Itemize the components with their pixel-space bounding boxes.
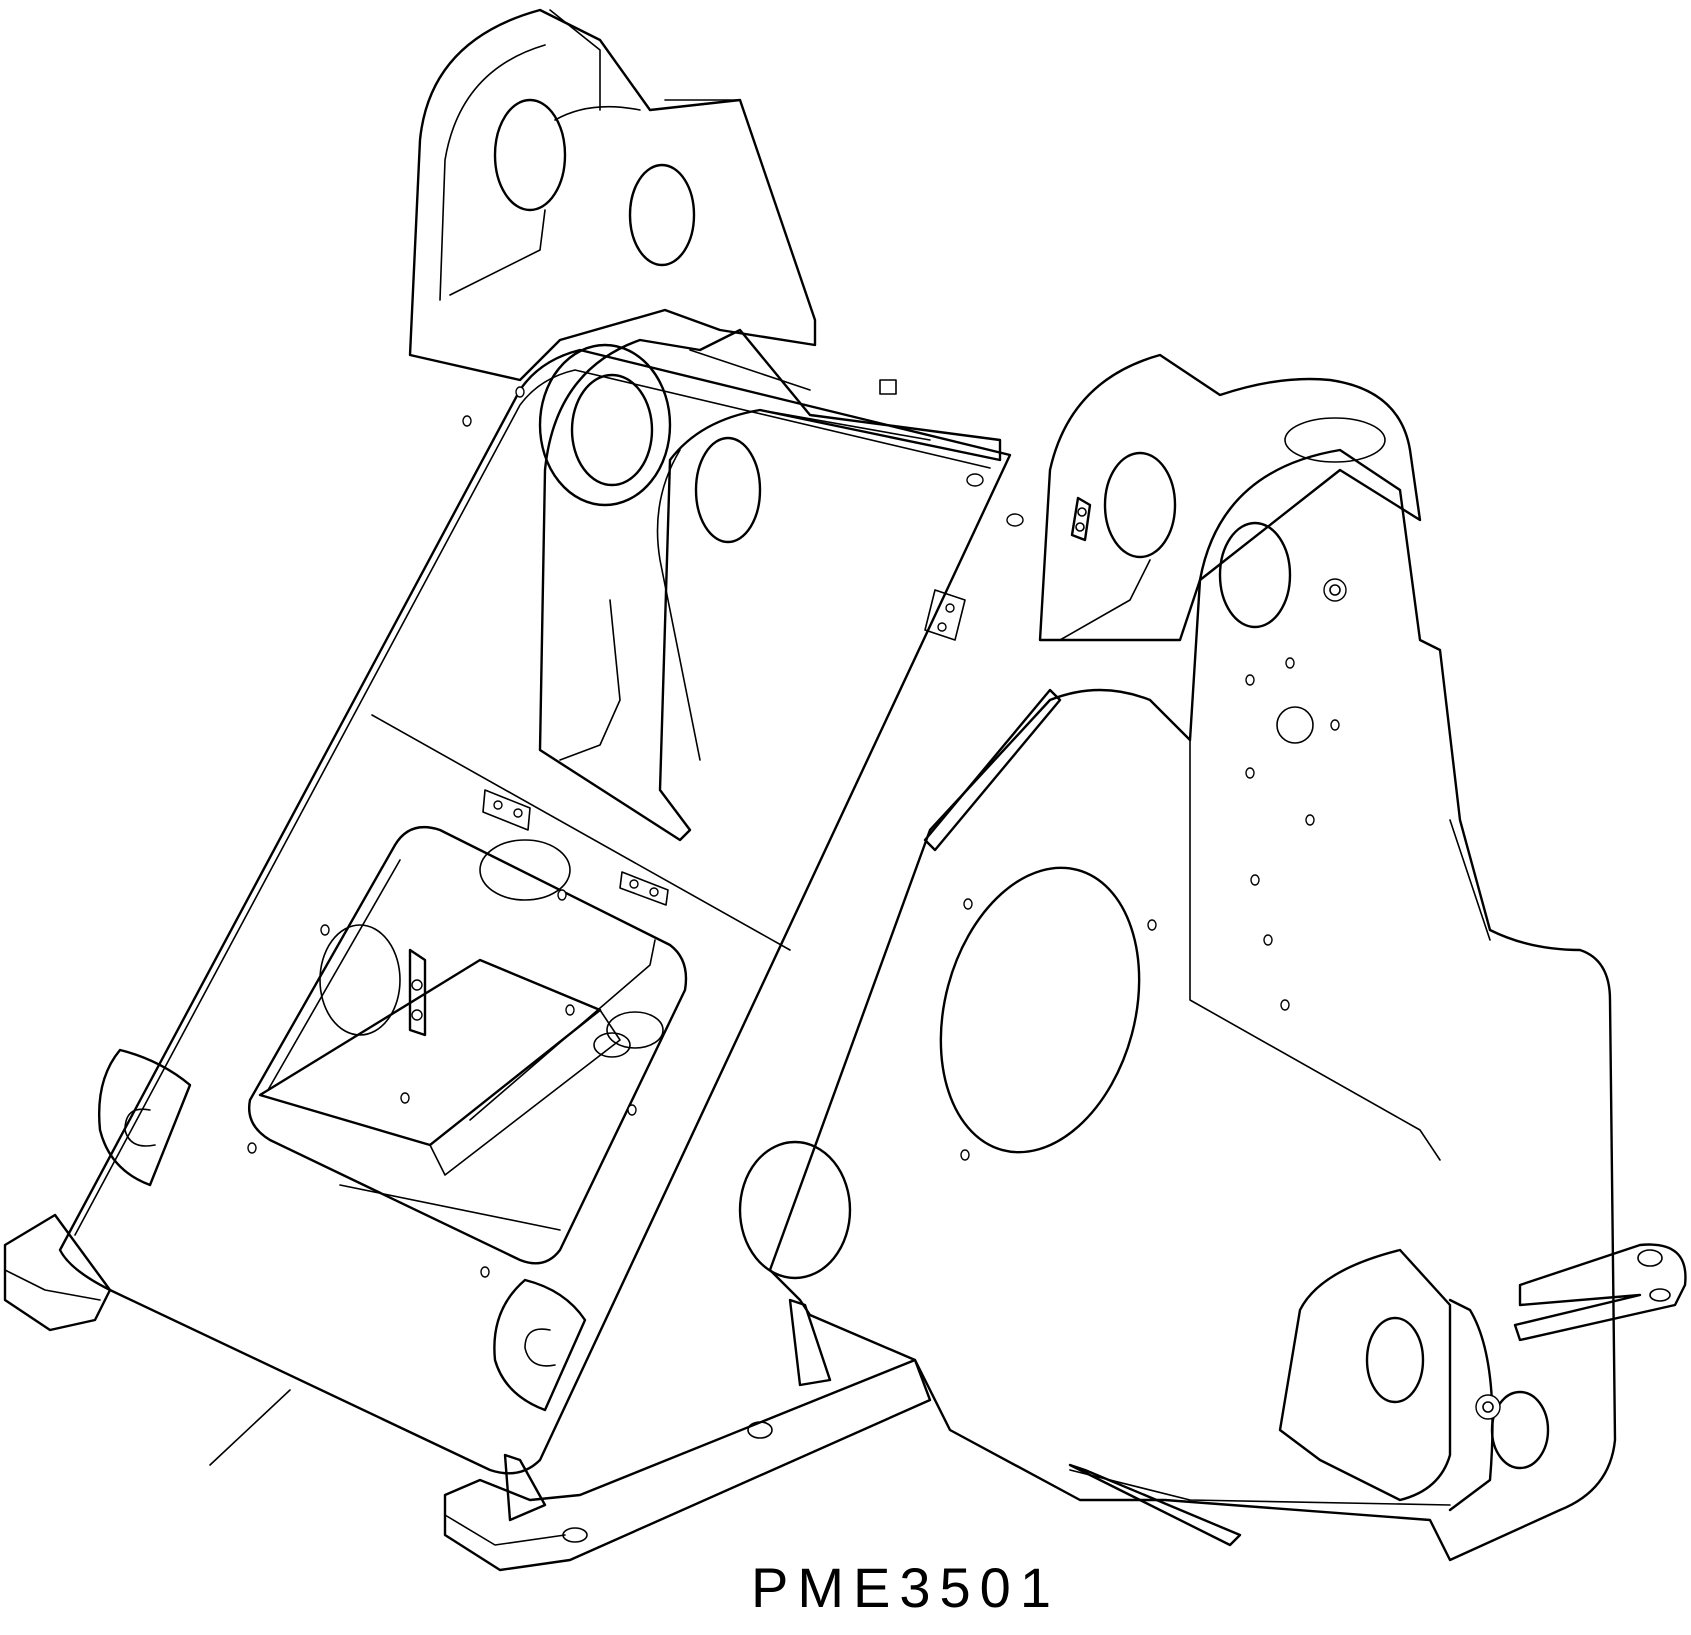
right-tapered-tab [923, 688, 1062, 852]
upper-rear-tower [408, 8, 817, 382]
right-upper-tower [1038, 353, 1422, 642]
lower-right-mount [1068, 1248, 1550, 1547]
left-hook-lower [98, 1048, 192, 1187]
mounting-holes [247, 386, 1340, 1278]
middle-tower [538, 328, 1024, 842]
left-side-plate [58, 348, 1012, 1475]
leader-line [209, 1389, 291, 1466]
bottom-base-center [443, 1298, 932, 1572]
right-clevis-ear [1513, 1243, 1687, 1342]
center-hook-lower [493, 1278, 587, 1412]
small-brackets [482, 589, 966, 906]
figure-id-label: PME3501 [751, 1556, 1060, 1619]
bottom-base-left [3, 1213, 112, 1332]
right-housing [738, 448, 1617, 1562]
lower-window-opening [248, 825, 688, 1265]
